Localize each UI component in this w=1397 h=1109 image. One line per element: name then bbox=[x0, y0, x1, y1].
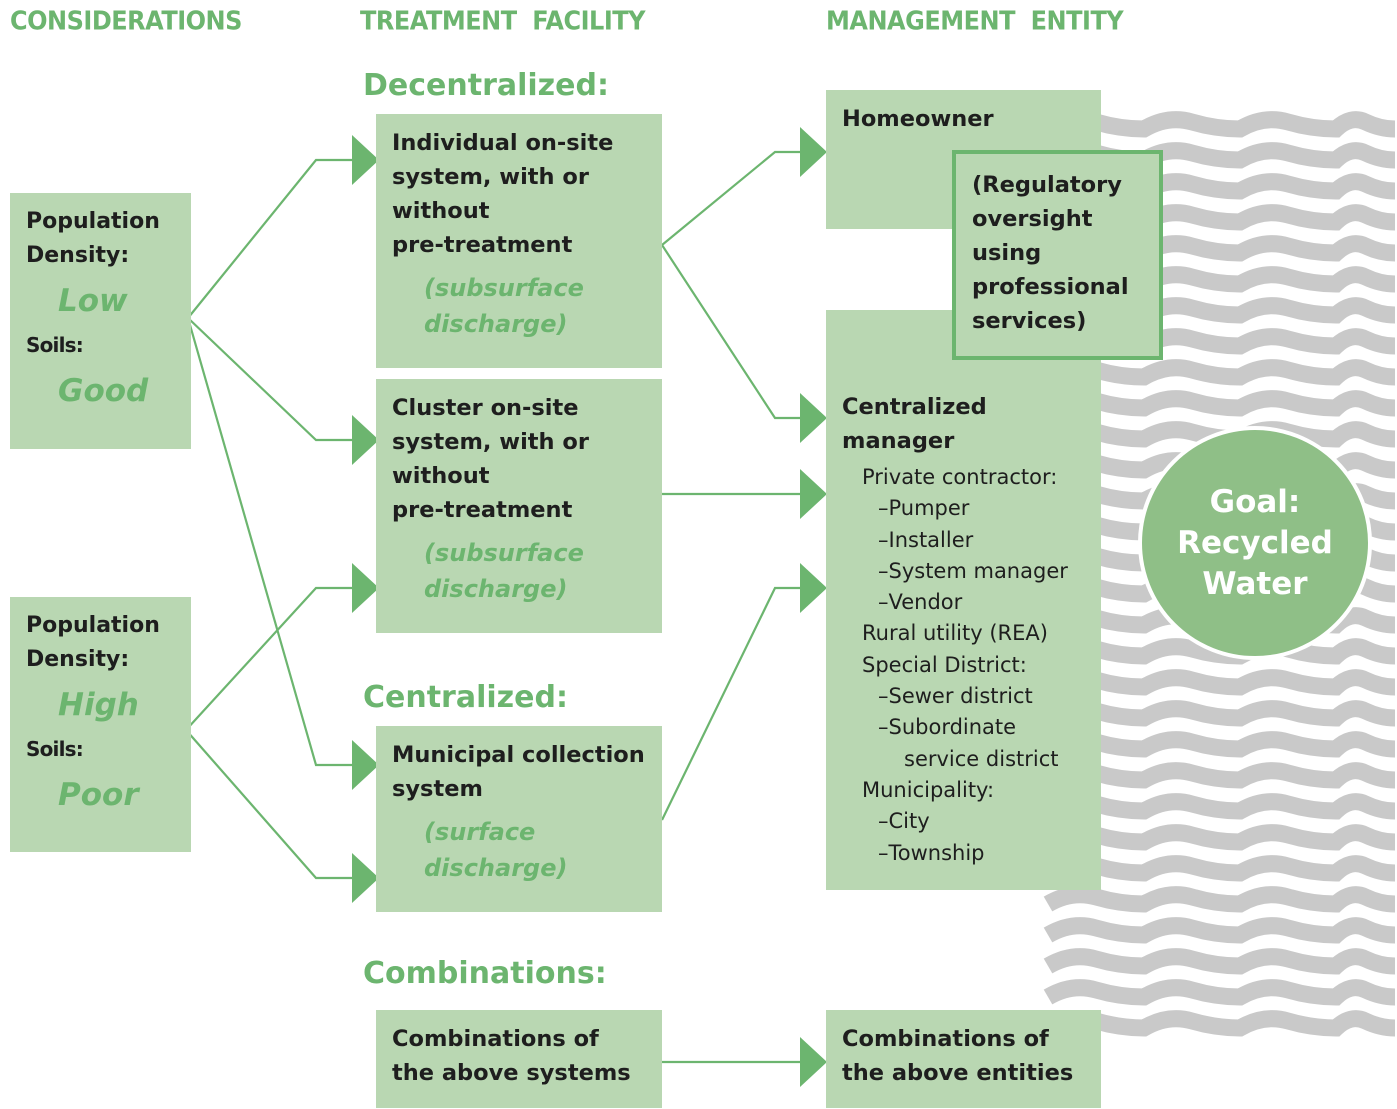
goal-text: Goal: Recycled Water bbox=[1177, 483, 1333, 602]
wave-line bbox=[1043, 979, 1396, 1006]
wave-line bbox=[1043, 762, 1396, 789]
wave-line bbox=[1043, 390, 1396, 417]
municipal-collection-system-box: Municipal collection system (surface dis… bbox=[376, 726, 662, 912]
manager-list-item: Rural utility (REA) bbox=[862, 621, 1048, 646]
combinations-systems-title: Combinations of the above systems bbox=[392, 1026, 631, 1086]
connector-municipal-to-centralized bbox=[661, 586, 800, 821]
manager-list-item: –Sewer district bbox=[878, 684, 1033, 709]
combinations-systems-box: Combinations of the above systems bbox=[376, 1010, 662, 1108]
consideration-low-density-box: Population Density: Low Soils: Good bbox=[10, 193, 191, 449]
arrowhead bbox=[800, 1037, 827, 1087]
arrowhead bbox=[800, 469, 827, 519]
manager-list-item: Special District: bbox=[862, 652, 1027, 677]
considerations-header: CONSIDERATIONS bbox=[10, 6, 242, 36]
manager-list-item: –Pumper bbox=[878, 496, 970, 521]
wave-line bbox=[1043, 948, 1396, 975]
soils-label: Soils: bbox=[26, 737, 84, 761]
soils-label: Soils: bbox=[26, 333, 84, 357]
subsurface-discharge-note: (subsurface discharge) bbox=[424, 274, 584, 338]
soils-value-good: Good bbox=[58, 373, 149, 409]
individual-onsite-title: Individual on-site system, with or witho… bbox=[392, 130, 614, 258]
manager-types-list: Private contractor: –Pumper –Installer –Sys… bbox=[842, 462, 1101, 869]
wave-line bbox=[1043, 700, 1396, 727]
consideration-high-density-box: Population Density: High Soils: Poor bbox=[10, 597, 191, 852]
municipal-collection-title: Municipal collection system bbox=[392, 742, 645, 802]
regulatory-oversight-text: (Regulatory oversight using professional… bbox=[972, 172, 1129, 334]
wave-line bbox=[1043, 1010, 1396, 1037]
connector-high-to-municipal bbox=[185, 729, 352, 880]
wave-line bbox=[1043, 855, 1396, 882]
connector-high-to-cluster bbox=[185, 586, 352, 731]
homeowner-title: Homeowner bbox=[842, 106, 994, 132]
cluster-onsite-title: Cluster on-site system, with or without … bbox=[392, 395, 589, 523]
arrowhead bbox=[800, 563, 827, 613]
connector-individual-to-centralized bbox=[661, 244, 800, 420]
wave-line bbox=[1043, 731, 1396, 758]
regulatory-oversight-box: (Regulatory oversight using professional… bbox=[952, 150, 1163, 360]
manager-list-item: –Vendor bbox=[878, 590, 963, 615]
manager-list-item: Private contractor: bbox=[862, 465, 1058, 489]
decentralized-heading: Decentralized: bbox=[363, 68, 609, 103]
arrowhead bbox=[352, 853, 379, 903]
population-density-label: Population Density: bbox=[26, 209, 160, 268]
manager-list-item: Municipality: bbox=[862, 777, 995, 802]
wave-line bbox=[1043, 917, 1396, 944]
density-value-low: Low bbox=[58, 283, 128, 319]
connector-low-to-individual bbox=[187, 158, 352, 319]
arrowhead bbox=[352, 740, 379, 790]
wave-line bbox=[1043, 669, 1396, 696]
arrowhead bbox=[352, 563, 379, 613]
density-value-high: High bbox=[58, 687, 139, 723]
combinations-entities-box: Combinations of the above entities bbox=[826, 1010, 1101, 1108]
arrowhead bbox=[352, 135, 379, 185]
arrowhead bbox=[352, 415, 379, 465]
wave-line bbox=[1043, 359, 1396, 386]
manager-list-item: –Installer bbox=[878, 527, 974, 552]
cluster-onsite-system-box: Cluster on-site system, with or without … bbox=[376, 379, 662, 633]
treatment-facility-header: TREATMENT FACILITY bbox=[360, 6, 646, 36]
connector-lines bbox=[185, 127, 827, 1087]
combinations-heading: Combinations: bbox=[363, 956, 607, 991]
manager-list-item: –City bbox=[878, 809, 930, 834]
wave-line bbox=[1043, 793, 1396, 820]
subsurface-discharge-note: (subsurface discharge) bbox=[424, 539, 584, 603]
soils-value-poor: Poor bbox=[58, 777, 139, 813]
manager-list-item: –Township bbox=[878, 840, 985, 865]
surface-discharge-note: (surface discharge) bbox=[424, 818, 568, 882]
connector-low-to-cluster bbox=[187, 317, 352, 442]
manager-list-item: service district bbox=[904, 746, 1059, 771]
centralized-heading: Centralized: bbox=[363, 680, 568, 715]
goal-recycled-water-circle: Goal: Recycled Water bbox=[1138, 426, 1372, 660]
centralized-manager-box: Centralized manager Private contractor: –… bbox=[826, 310, 1101, 890]
arrowhead bbox=[800, 393, 827, 443]
combinations-entities-title: Combinations of the above entities bbox=[842, 1026, 1074, 1086]
wave-line bbox=[1043, 824, 1396, 851]
connector-low-to-municipal bbox=[186, 317, 352, 767]
connector-individual-to-homeowner bbox=[661, 150, 800, 246]
wave-line bbox=[1043, 886, 1396, 913]
wave-line bbox=[1043, 111, 1396, 138]
manager-list-item: –Subordinate bbox=[878, 715, 1017, 740]
management-entity-header: MANAGEMENT ENTITY bbox=[826, 6, 1124, 36]
centralized-manager-title: Centralized manager bbox=[842, 394, 987, 454]
individual-onsite-system-box: Individual on-site system, with or witho… bbox=[376, 114, 662, 368]
arrowhead bbox=[800, 127, 827, 177]
population-density-label: Population Density: bbox=[26, 613, 160, 672]
manager-list-item: –System manager bbox=[878, 558, 1068, 583]
